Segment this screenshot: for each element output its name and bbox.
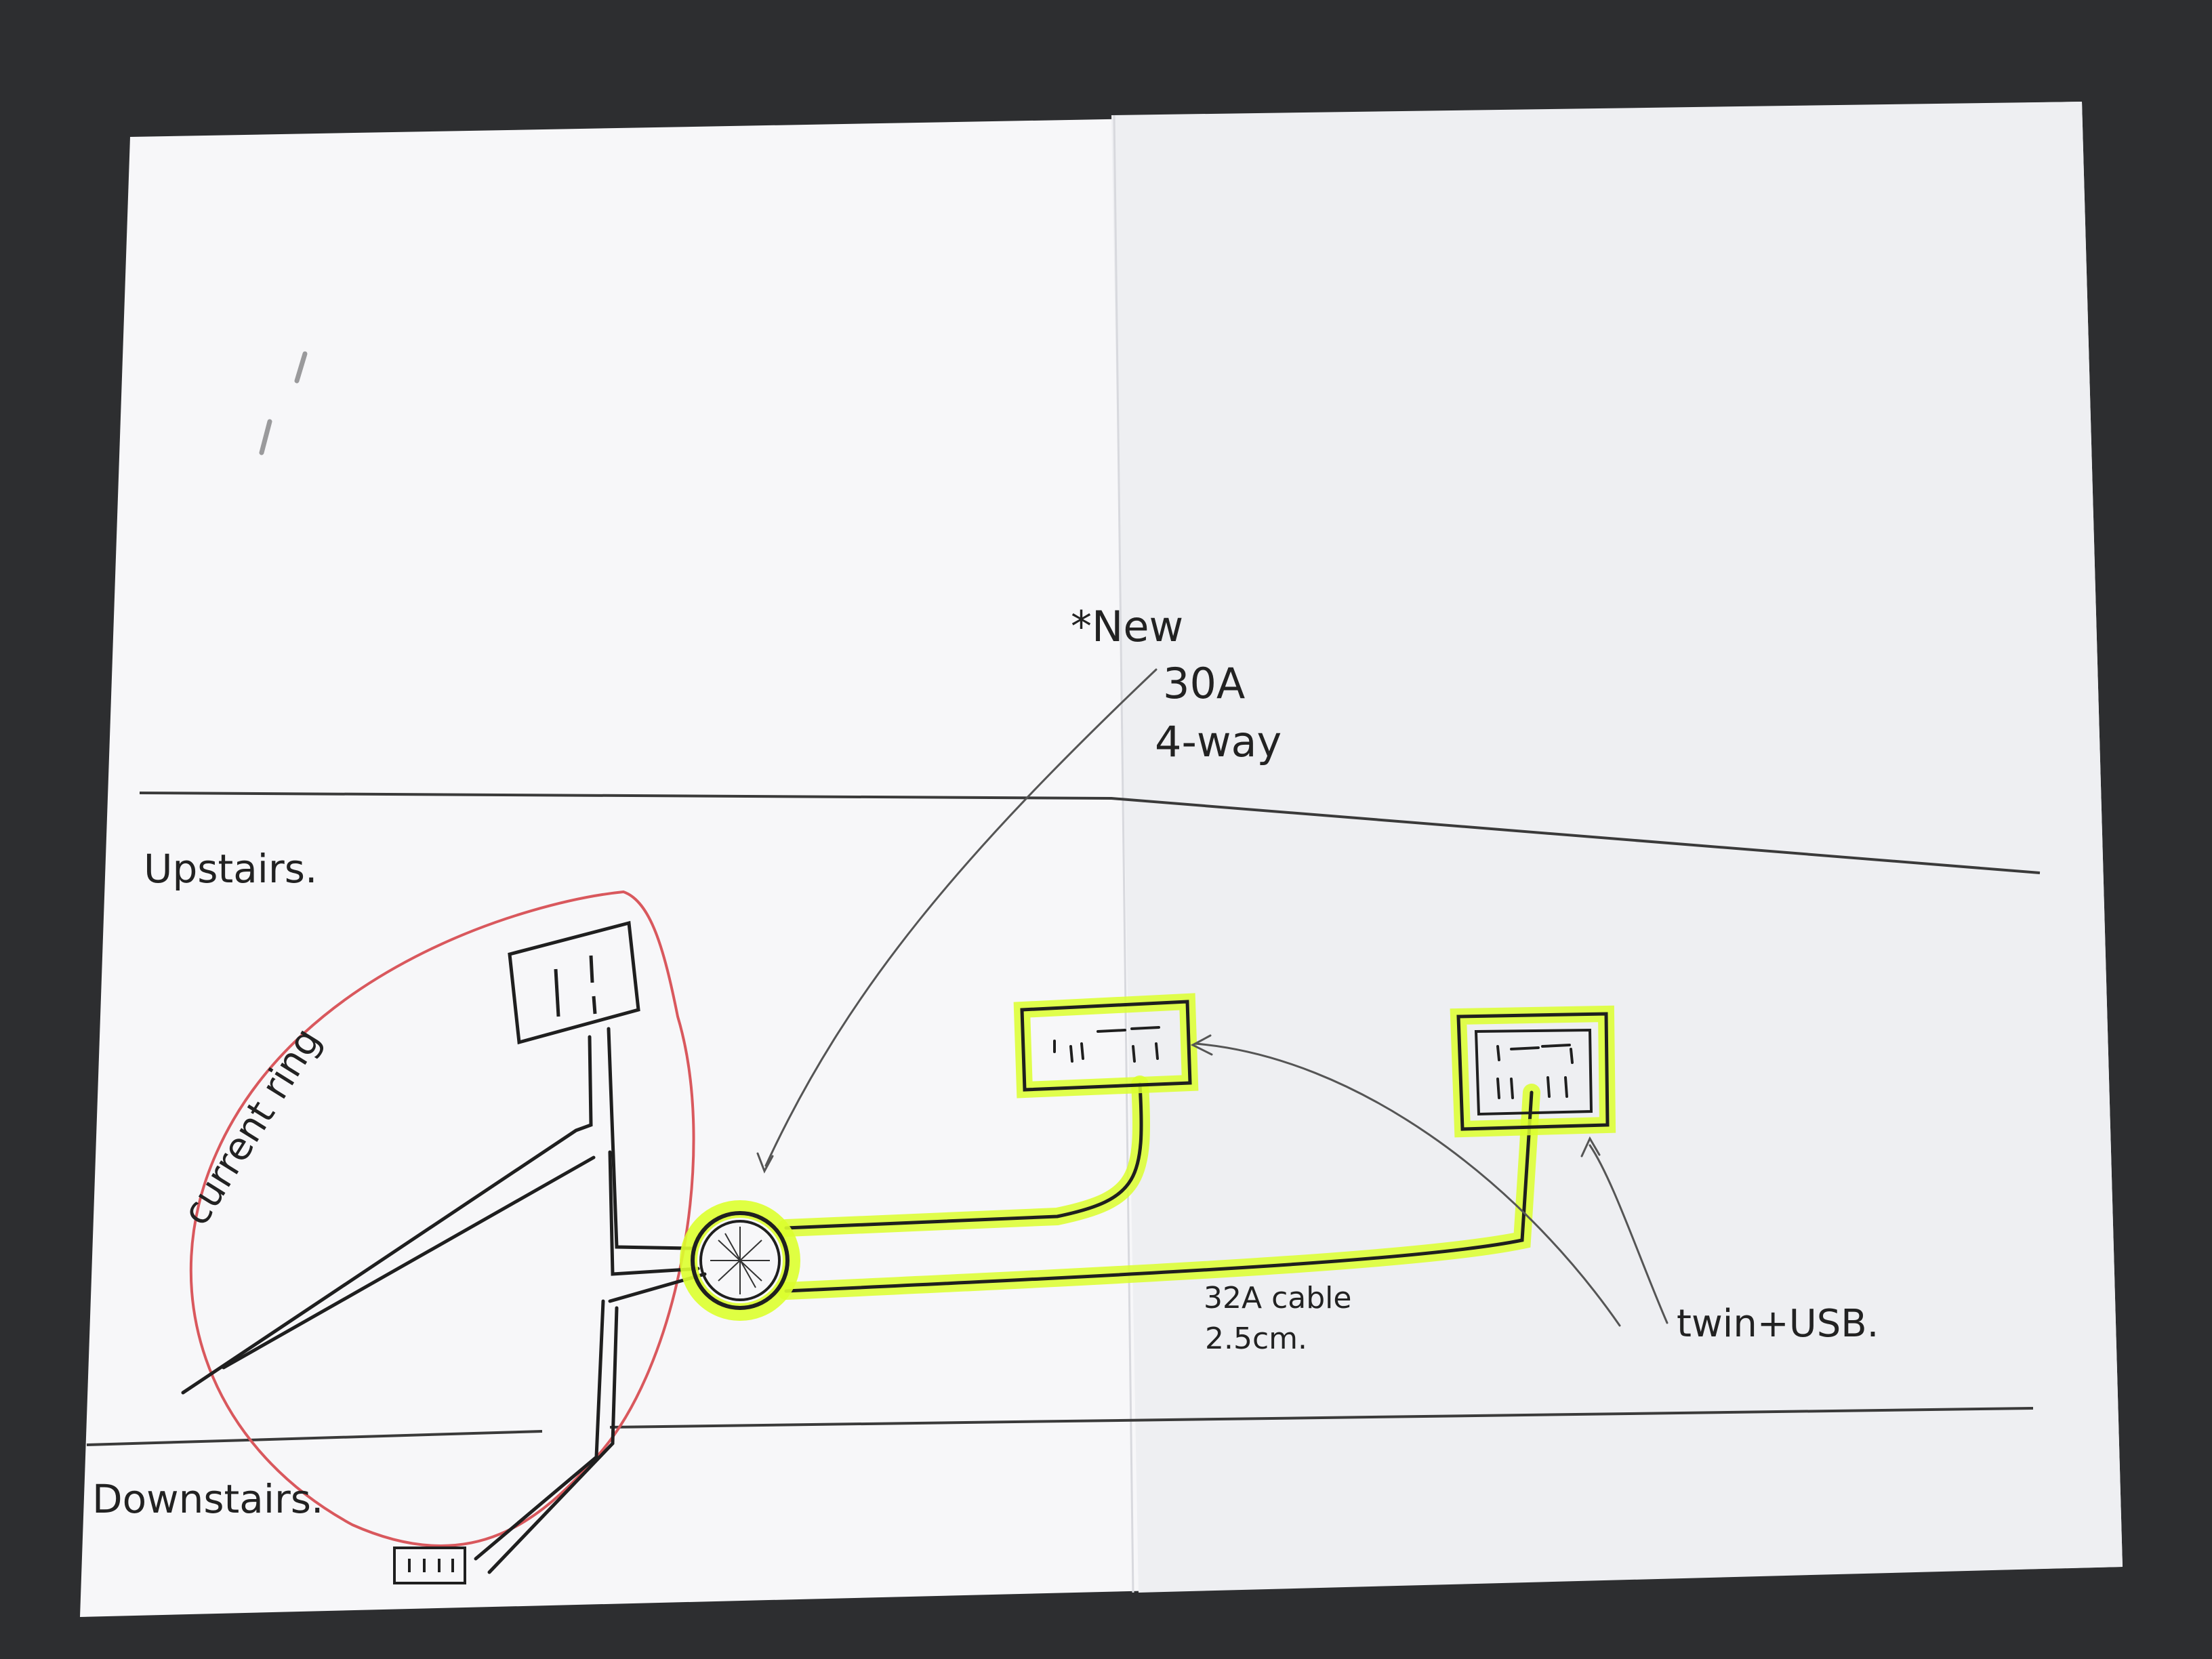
label-twin-usb: twin+USB.: [1677, 1302, 1879, 1346]
paper-fold-line: [1113, 115, 1134, 1593]
existing-socket-downstairs: [393, 1547, 466, 1584]
label-4-way: 4-way: [1155, 717, 1282, 766]
existing-cables: [181, 1027, 707, 1574]
current-ring-loop: [189, 890, 695, 1547]
label-30a: 30A: [1163, 659, 1245, 708]
new-socket-middle: [1013, 993, 1199, 1099]
label-cable-line2: 2.5cm.: [1205, 1322, 1307, 1356]
floor-divider-lines: [86, 792, 2041, 1446]
pointer-arrows: [756, 668, 1668, 1327]
new-socket-twin-usb: [1450, 1005, 1616, 1138]
label-upstairs: Upstairs.: [144, 846, 317, 892]
staple-marks: [259, 351, 308, 455]
label-cable-line1: 32A cable: [1204, 1281, 1351, 1315]
paper-fold-shade: [1111, 102, 2123, 1593]
existing-socket-upstairs: [508, 920, 640, 1045]
label-new: *New: [1071, 602, 1183, 651]
label-downstairs: Downstairs.: [92, 1476, 323, 1522]
new-junction-box: [680, 1200, 800, 1321]
new-cables: [784, 1082, 1534, 1293]
